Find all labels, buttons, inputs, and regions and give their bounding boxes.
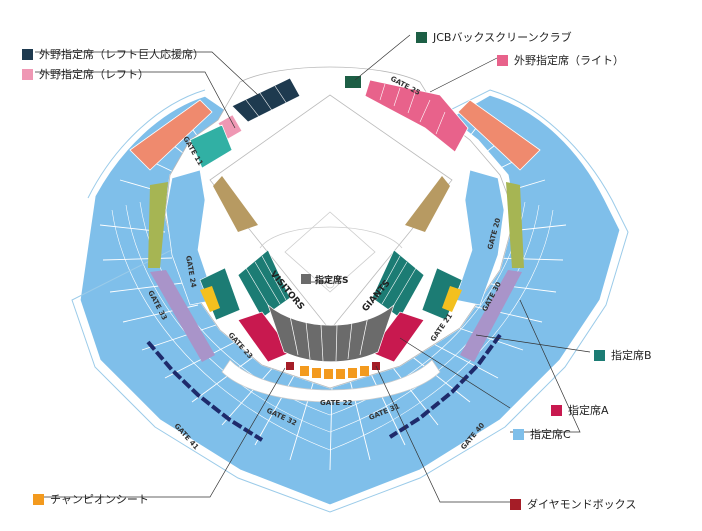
leader-lines (35, 34, 591, 503)
olive-section-right[interactable] (506, 182, 524, 268)
legend-swatch (22, 68, 33, 80)
yellow-section-right[interactable] (442, 286, 462, 312)
legend-swatch (33, 493, 44, 505)
seat-s-section[interactable] (267, 303, 395, 363)
outfield-right-section[interactable] (364, 79, 469, 153)
legend-swatch (22, 48, 33, 60)
outfield-giants-section[interactable] (231, 77, 301, 123)
stadium-outer-rim (71, 89, 629, 513)
champion-seat-1[interactable] (300, 366, 309, 376)
legend-swatch (416, 31, 427, 43)
diamond-box-left[interactable] (286, 362, 294, 370)
yellow-section-left[interactable] (200, 286, 220, 312)
champion-seat-4[interactable] (336, 369, 345, 379)
legend-diamond[interactable]: ダイヤモンドボックス (510, 496, 636, 512)
legend-jcb[interactable]: JCBバックスクリーンクラブ (416, 29, 572, 45)
legend-label: 外野指定席（レフト） (39, 68, 149, 81)
legend-swatch (594, 349, 605, 361)
jcb-section[interactable] (345, 76, 361, 88)
lavender-section-left[interactable] (150, 270, 215, 362)
gate-22-label: GATE 22 (320, 399, 352, 407)
legend-outfield-giants[interactable]: 外野指定席（レフト巨人応援席） (22, 46, 204, 62)
legend-label: 指定席C (530, 428, 571, 441)
seat-s-center-label: 指定席S (315, 274, 348, 286)
legend-label: 指定席B (611, 349, 652, 362)
lower-concourse (221, 359, 441, 403)
champion-seat-6[interactable] (360, 366, 369, 376)
legend-seat-b[interactable]: 指定席B (594, 347, 652, 363)
olive-section-left[interactable] (148, 182, 168, 268)
navy-strip-right (388, 333, 502, 439)
seat-b-section-right[interactable] (371, 249, 425, 319)
seat-s-center-swatch (301, 274, 311, 284)
legend-label: ダイヤモンドボックス (527, 498, 637, 511)
legend-seat-c[interactable]: 指定席C (513, 426, 571, 442)
seat-b-section-left[interactable] (237, 249, 291, 319)
teal-section-left[interactable] (189, 124, 233, 169)
legend-label: JCBバックスクリーンクラブ (433, 31, 572, 44)
salmon-section-left[interactable] (129, 99, 213, 171)
legend-outfield-right[interactable]: 外野指定席（ライト） (497, 52, 624, 68)
legend-outfield-left[interactable]: 外野指定席（レフト） (22, 66, 149, 82)
champion-seat-3[interactable] (324, 369, 333, 379)
champion-seat-5[interactable] (348, 368, 357, 378)
legend-swatch (551, 404, 562, 416)
legend-label: チャンピオンシート (50, 493, 149, 506)
navy-strip-left (146, 340, 264, 442)
legend-label: 外野指定席（レフト巨人応援席） (39, 48, 204, 61)
legend-seat-a[interactable]: 指定席A (551, 402, 609, 418)
legend-swatch (513, 428, 524, 440)
legend-swatch (510, 498, 521, 510)
playing-field (209, 94, 453, 331)
salmon-section-right[interactable] (457, 99, 541, 171)
champion-seat-2[interactable] (312, 368, 321, 378)
legend-label: 外野指定席（ライト） (514, 54, 624, 67)
legend-champion[interactable]: チャンピオンシート (33, 491, 149, 507)
legend-label: 指定席A (568, 404, 609, 417)
legend-swatch (497, 54, 508, 66)
lavender-section-right[interactable] (460, 270, 522, 362)
